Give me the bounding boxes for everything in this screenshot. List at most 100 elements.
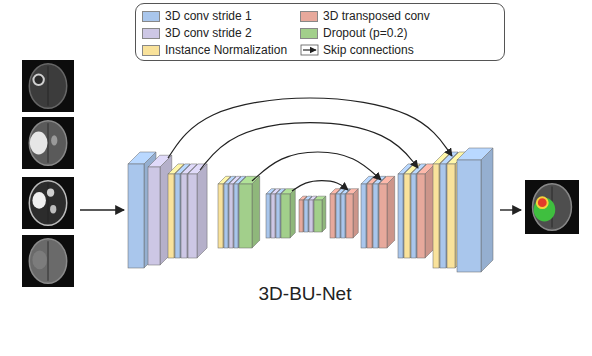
slab-side	[481, 148, 493, 272]
slab-front	[271, 194, 275, 238]
slab-front	[341, 194, 345, 238]
legend-sample-box	[301, 45, 318, 55]
legend-arrow-sample	[300, 44, 320, 56]
legend-text: Instance Normalization	[165, 42, 287, 58]
brain-outline	[29, 181, 66, 226]
slab-front	[168, 174, 174, 258]
layer-slab	[314, 196, 326, 232]
legend-swatch	[142, 28, 160, 39]
brain-outline	[29, 239, 66, 284]
layer-slab	[346, 189, 358, 238]
slab-front	[304, 200, 308, 232]
legend-entry: Instance Normalization	[142, 42, 287, 58]
legend-sample-arrow	[303, 49, 316, 50]
slab-side	[322, 196, 326, 232]
layer-slab	[336, 189, 345, 238]
slab-side	[387, 176, 395, 248]
brain-outline	[29, 64, 66, 109]
mri-slice	[525, 180, 579, 234]
legend-text: 3D conv stride 2	[165, 25, 252, 41]
mri-background	[22, 60, 74, 112]
lesion	[50, 205, 56, 213]
slab-front	[336, 194, 340, 238]
slab-side	[290, 189, 295, 238]
mri-background	[22, 177, 74, 229]
slab-front	[373, 184, 378, 248]
lesion	[30, 132, 48, 155]
output-arrow	[500, 209, 521, 210]
layer-slab	[271, 189, 280, 238]
slab-top	[417, 164, 435, 174]
slab-front	[411, 174, 416, 258]
slab-front	[309, 200, 313, 232]
brain-outline	[533, 184, 572, 230]
slab-front	[346, 194, 353, 238]
slab-side	[335, 189, 340, 238]
slab-front	[440, 164, 446, 268]
slab-top	[314, 196, 326, 200]
brain-fissure	[48, 123, 49, 163]
legend-text: 3D conv stride 1	[165, 8, 252, 24]
legend-entry: 3D conv stride 2	[142, 25, 252, 41]
slab-side	[270, 189, 275, 238]
legend-text: Skip connections	[323, 42, 414, 58]
skip-connection	[168, 98, 452, 158]
slab-front	[266, 194, 270, 238]
lesion	[33, 75, 43, 85]
lesion	[537, 197, 548, 208]
brain-fissure	[48, 66, 49, 106]
legend-entry: Dropout (p=0.2)	[300, 25, 407, 41]
slab-side	[340, 189, 345, 238]
legend-swatch	[142, 45, 160, 56]
skip-connection	[252, 152, 381, 181]
slab-front	[181, 174, 187, 258]
slab-front	[229, 184, 233, 248]
brain-outline	[29, 121, 66, 166]
layer-slab	[281, 189, 295, 238]
legend-entry: 3D conv stride 1	[142, 8, 252, 24]
network-layers	[128, 148, 493, 272]
brain-fissure	[48, 241, 49, 281]
slab-front	[379, 184, 387, 248]
slab-top	[457, 148, 493, 160]
lesion	[32, 251, 47, 270]
layer-slab	[411, 164, 426, 258]
legend-entry: Skip connections	[300, 42, 414, 58]
layer-slab	[361, 176, 374, 248]
slab-front	[433, 164, 439, 268]
layer-slab	[181, 164, 197, 258]
legend-swatch	[300, 28, 318, 39]
slab-front	[148, 167, 160, 265]
layer-slab	[239, 176, 260, 248]
slab-front	[417, 174, 425, 258]
legend-box: 3D conv stride 13D transposed conv3D con…	[135, 3, 505, 61]
slab-front	[281, 194, 290, 238]
layer-slab	[379, 176, 395, 248]
skip-connection	[200, 123, 418, 170]
layer-slab	[188, 164, 207, 258]
slab-front	[128, 164, 144, 268]
lesion	[51, 135, 57, 145]
layer-slab	[417, 164, 435, 258]
slab-front	[299, 200, 303, 232]
slab-front	[447, 164, 455, 268]
input-arrow	[80, 209, 124, 210]
layer-slab	[367, 176, 380, 248]
slab-front	[367, 184, 372, 248]
slab-front	[276, 194, 280, 238]
slab-side	[275, 189, 280, 238]
slab-front	[218, 184, 223, 248]
slab-top	[379, 176, 395, 184]
layer-slab	[266, 189, 275, 238]
layer-slab	[457, 148, 493, 272]
legend-swatch	[300, 11, 318, 22]
slab-side	[197, 164, 207, 258]
slab-front	[224, 184, 228, 248]
layer-slab	[330, 189, 340, 238]
slab-front	[314, 200, 322, 232]
slab-side	[353, 189, 358, 238]
slab-front	[234, 184, 238, 248]
slab-front	[175, 174, 180, 258]
skip-connection	[292, 181, 348, 191]
slab-side	[416, 164, 426, 258]
